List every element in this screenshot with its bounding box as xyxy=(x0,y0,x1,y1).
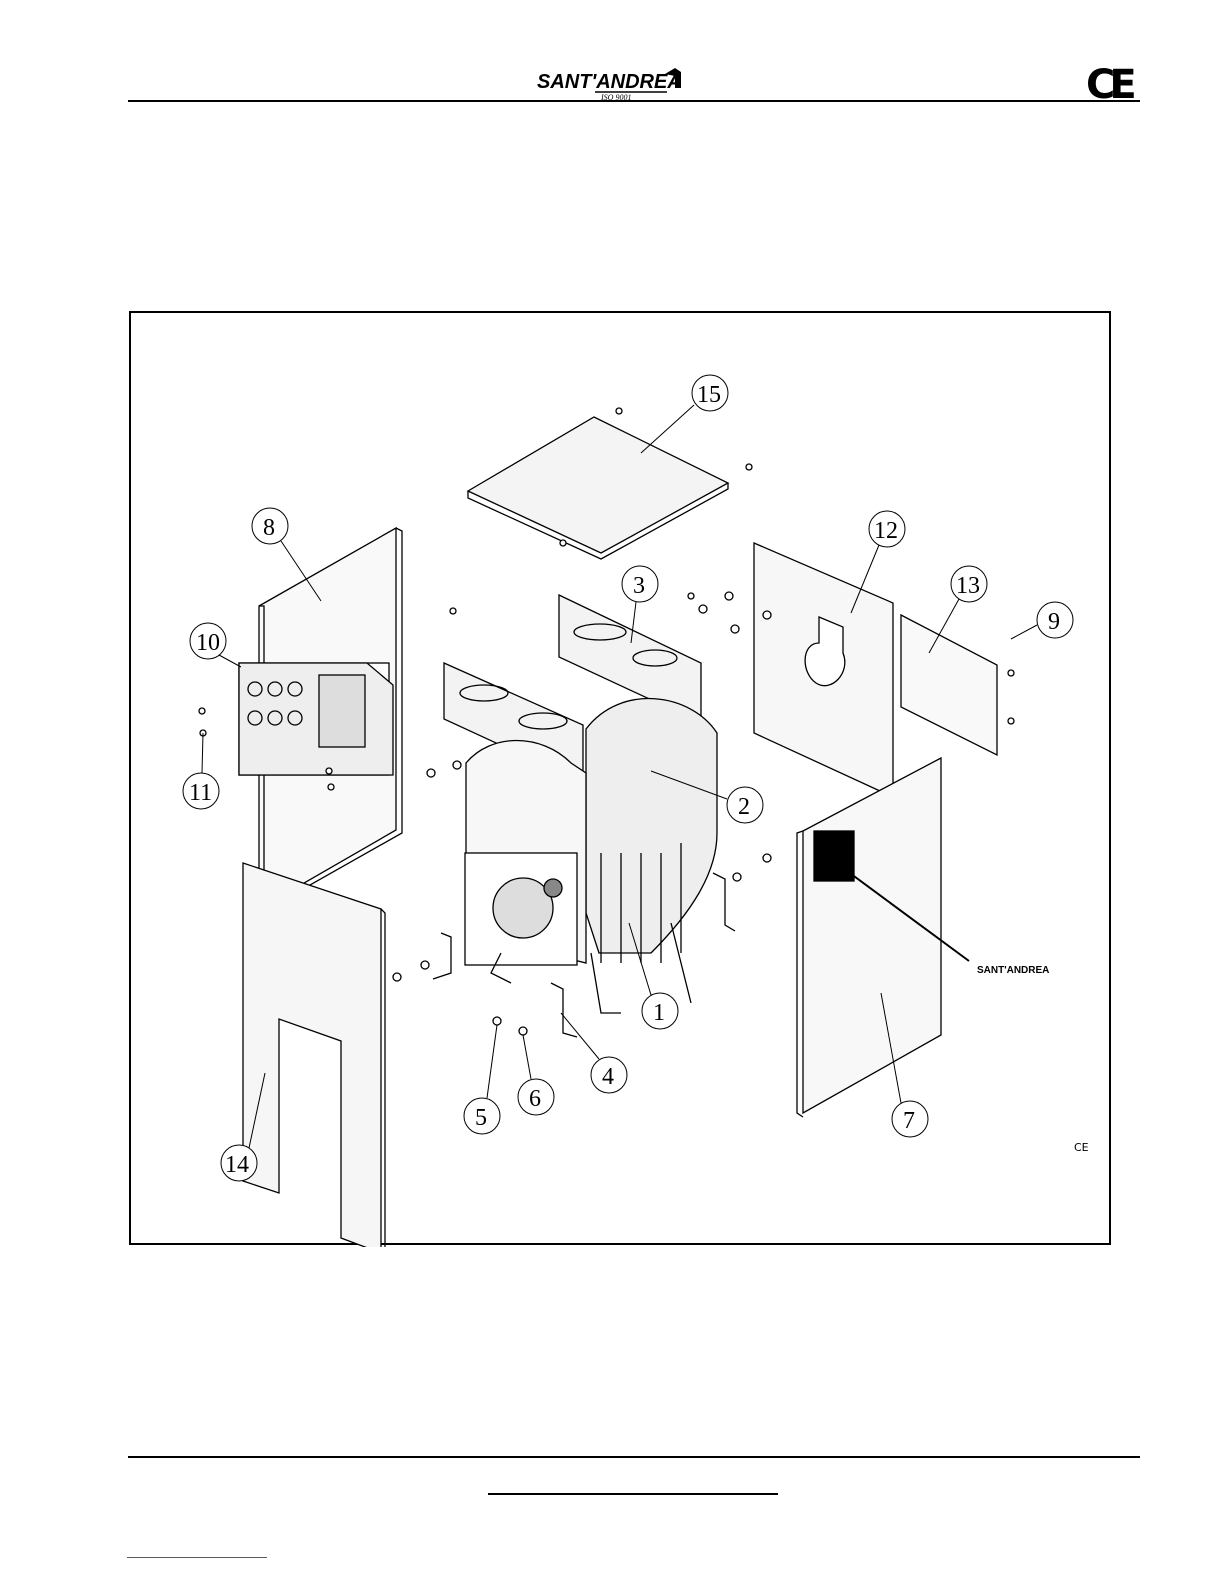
callout-11: 11 xyxy=(183,733,219,809)
header-rule xyxy=(128,100,1140,102)
svg-text:8: 8 xyxy=(263,515,275,541)
callout-9: 9 xyxy=(1011,602,1073,639)
svg-text:9: 9 xyxy=(1048,609,1060,635)
svg-text:5: 5 xyxy=(475,1105,487,1131)
small-ce-mark: CE xyxy=(1074,1141,1089,1154)
svg-text:1: 1 xyxy=(653,1000,665,1026)
callout-15: 15 xyxy=(641,375,728,453)
callout-10: 10 xyxy=(190,623,241,667)
callout-4: 4 xyxy=(561,1013,627,1093)
svg-text:15: 15 xyxy=(697,382,721,408)
svg-text:7: 7 xyxy=(903,1108,915,1134)
svg-text:11: 11 xyxy=(189,780,212,806)
svg-text:12: 12 xyxy=(874,518,898,544)
svg-text:6: 6 xyxy=(529,1086,541,1112)
brand-logo-text: SANT'ANDREA xyxy=(537,71,682,93)
callout-5: 5 xyxy=(464,1025,500,1134)
label-logo-text: SANT'ANDREA xyxy=(977,965,1049,976)
footer-rule xyxy=(128,1456,1140,1458)
svg-text:2: 2 xyxy=(738,794,750,820)
callout-6: 6 xyxy=(518,1035,554,1115)
svg-text:4: 4 xyxy=(602,1064,614,1090)
footer-underline xyxy=(488,1493,778,1495)
svg-text:14: 14 xyxy=(225,1152,249,1178)
svg-text:13: 13 xyxy=(956,573,980,599)
svg-text:3: 3 xyxy=(633,573,645,599)
brand-logo: SANT'ANDREA ISO 9001 xyxy=(535,66,685,102)
svg-text:10: 10 xyxy=(196,630,220,656)
exploded-diagram-frame: SANT'ANDREA 15 8 12 13 3 9 10 11 2 1 4 6… xyxy=(129,311,1111,1245)
exploded-diagram: SANT'ANDREA 15 8 12 13 3 9 10 11 2 1 4 6… xyxy=(131,313,1113,1247)
footer-link-underline[interactable] xyxy=(127,1557,267,1558)
